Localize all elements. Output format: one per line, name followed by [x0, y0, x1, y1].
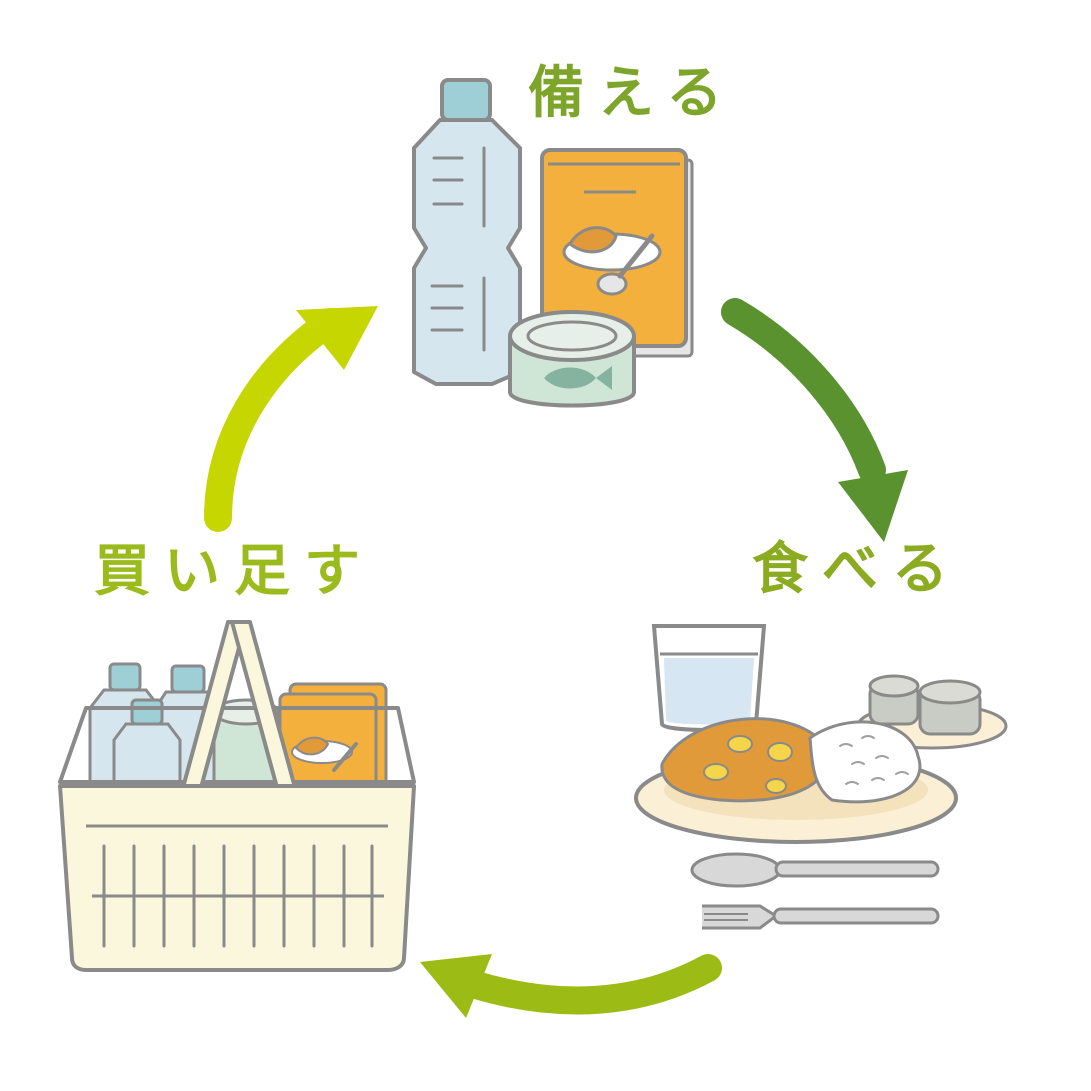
- basket-pouches: [278, 682, 388, 806]
- curry-pouch-icon: [540, 148, 694, 358]
- step-label-eat: 食べる: [752, 537, 962, 602]
- step-label-stock: 備える: [528, 61, 737, 126]
- curry-plate-icon: [634, 717, 958, 844]
- fish-can-icon: [508, 310, 636, 408]
- step-label-buy: 買い足す: [94, 539, 374, 604]
- shopping-basket-icon: [58, 620, 416, 972]
- fork-icon: [702, 904, 940, 930]
- water-glass-icon: [651, 624, 767, 732]
- arrow-eat-to-buy: [420, 954, 722, 1018]
- spoon-icon: [690, 852, 940, 888]
- arrow-buy-to-stock: [204, 306, 378, 532]
- water-bottle-icon: [412, 78, 522, 386]
- arrow-stock-to-eat: [721, 298, 908, 542]
